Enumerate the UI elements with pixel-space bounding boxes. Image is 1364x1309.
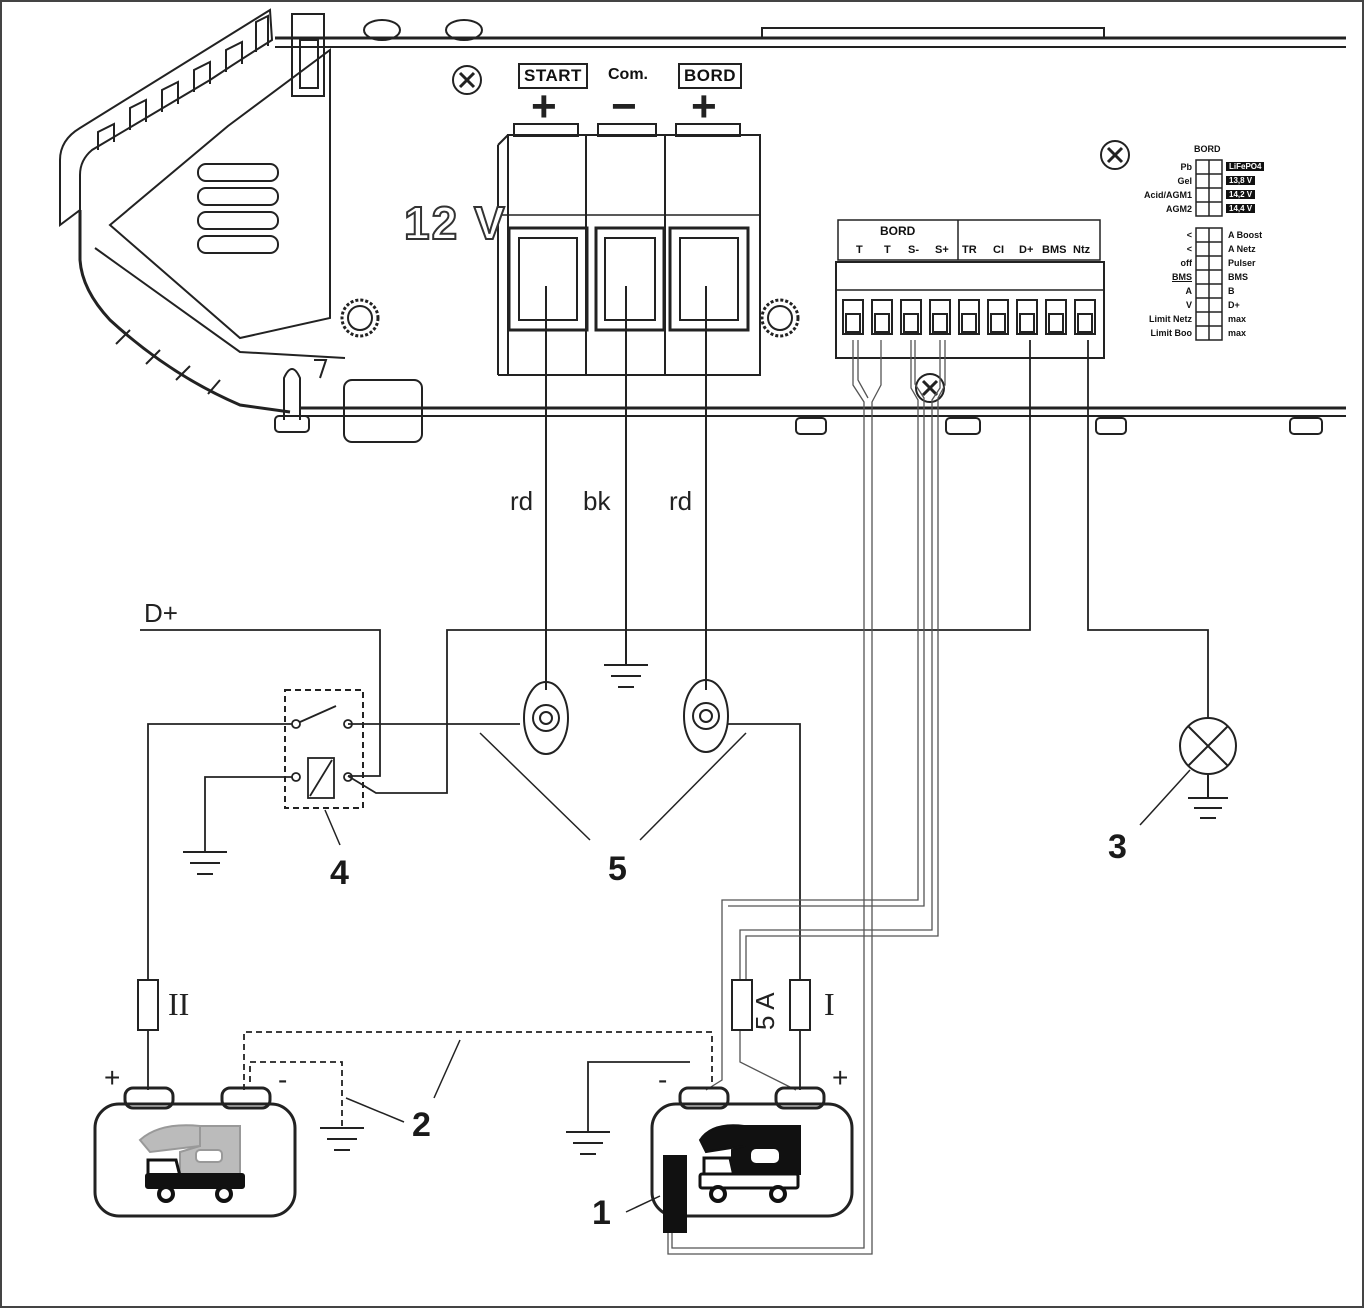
- callout-4: 4: [330, 854, 349, 892]
- dip-title: BORD: [1194, 144, 1221, 154]
- fuse-5A: [731, 979, 753, 1031]
- main-terminal-block: [497, 123, 761, 376]
- callout-3-line: [1139, 769, 1191, 826]
- terminal-bord-sign: +: [691, 82, 717, 131]
- lamp-icon: [1179, 717, 1237, 819]
- dip-type-value-4: 14,4 V: [1226, 204, 1256, 213]
- main-cables: [545, 286, 707, 690]
- dip-setting-left-1: <: [1186, 230, 1192, 240]
- relay-internals: [291, 705, 353, 799]
- dip-setting-left-7: Limit Netz: [1148, 314, 1192, 324]
- start-battery-feed: [147, 723, 292, 1090]
- aux-battery-minus: -: [658, 1064, 668, 1095]
- dip-type-value-2: 13,8 V: [1226, 176, 1256, 185]
- strip-group-label: BORD: [880, 224, 916, 238]
- aux-battery-vehicle-icon: [698, 1124, 801, 1203]
- callout-5: 5: [608, 850, 627, 888]
- dip-setting-left-8: Limit Boo: [1150, 328, 1193, 338]
- terminal-bord-label: BORD: [678, 63, 743, 89]
- fuse-I-label: I: [824, 986, 835, 1022]
- ground-symbol-common: [604, 664, 648, 688]
- ntz-wire: [1087, 340, 1209, 718]
- callout-3: 3: [1108, 828, 1127, 866]
- strip-pin-3: S-: [908, 244, 919, 256]
- sense-wires: [667, 340, 946, 1255]
- fuse-II-label: II: [168, 986, 190, 1022]
- strip-pin-2: T: [884, 244, 891, 256]
- charger-housing: [59, 8, 1346, 443]
- callout-2-line-a: [433, 1039, 461, 1099]
- ground-symbol-aux-battery: [566, 1131, 610, 1155]
- relay-box: [284, 689, 364, 809]
- terminal-start-label: START: [518, 63, 588, 89]
- dip-setting-left-3: off: [1180, 258, 1193, 268]
- dip-type-4: AGM2: [1165, 204, 1192, 214]
- callout-1-line: [625, 1195, 661, 1213]
- battery-sensor: [663, 1155, 687, 1233]
- dip-setting-right-1: A Boost: [1228, 230, 1263, 240]
- strip-pin-6: CI: [993, 244, 1004, 256]
- dip-setting-right-3: Pulser: [1228, 258, 1256, 268]
- stud-bord: [683, 679, 729, 753]
- d-plus-label: D+: [144, 598, 178, 628]
- dip-setting-right-7: max: [1228, 314, 1247, 324]
- dip-setting-left-2: <: [1186, 244, 1192, 254]
- stud-start: [523, 681, 569, 755]
- strip-pin-5: TR: [962, 244, 977, 256]
- fuse-5A-label: 5 A: [750, 992, 780, 1030]
- start-battery: [93, 1086, 297, 1218]
- aux-battery-ground-wire: [587, 1061, 690, 1132]
- callout-1: 1: [592, 1194, 611, 1232]
- dip-setting-right-2: A Netz: [1228, 244, 1256, 254]
- callout-5-line-right: [639, 732, 747, 841]
- aux-battery-plus: +: [832, 1062, 849, 1093]
- strip-pin-4: S+: [935, 244, 949, 256]
- dip-setting-left-6: V: [1185, 300, 1192, 310]
- strip-pin-8: BMS: [1042, 244, 1067, 256]
- wire-label-bord: rd: [669, 486, 693, 516]
- start-battery-minus: -: [278, 1064, 288, 1095]
- dip-setting-left-5: A: [1185, 286, 1193, 296]
- aux-battery: [650, 1086, 854, 1218]
- dip-type-value-1: LiFePO4: [1226, 162, 1265, 171]
- dip-setting-right-5: B: [1228, 286, 1235, 296]
- dip-type-1: Pb: [1180, 162, 1192, 172]
- ground-symbol-start-battery: [320, 1127, 364, 1151]
- dip-setting-left-4: BMS: [1172, 272, 1192, 282]
- callout-2: 2: [412, 1106, 431, 1144]
- start-battery-plus: +: [104, 1062, 121, 1093]
- dip-type-value-3: 14,2 V: [1226, 190, 1256, 199]
- voltage-label: 12 V: [403, 196, 507, 250]
- wire-label-start: rd: [510, 486, 534, 516]
- dip-setting-right-6: D+: [1228, 300, 1240, 310]
- callout-4-line: [324, 809, 341, 846]
- start-battery-vehicle-icon: [138, 1124, 245, 1203]
- strip-pin-1: T: [856, 244, 863, 256]
- ground-link-dashed: [243, 1031, 713, 1128]
- callout-2-line-b: [345, 1097, 405, 1123]
- ground-symbol-relay: [183, 851, 227, 875]
- dip-type-3: Acid/AGM1: [1143, 190, 1192, 200]
- strip-pin-7: D+: [1019, 244, 1034, 256]
- terminal-start-sign: +: [531, 82, 557, 131]
- terminal-common-label: Com.: [608, 66, 648, 83]
- dip-setting-right-4: BMS: [1228, 272, 1248, 282]
- callout-5-line-left: [479, 732, 591, 841]
- dip-switch-panel: [1195, 159, 1223, 341]
- dip-setting-right-8: max: [1228, 328, 1247, 338]
- wire-label-common: bk: [583, 486, 611, 516]
- dip-type-2: Gel: [1177, 176, 1192, 186]
- control-terminal-strip: [835, 219, 1105, 359]
- fuse-I: [789, 979, 811, 1031]
- terminal-common-sign: −: [611, 82, 637, 131]
- fuse-II: [137, 979, 159, 1031]
- bord-battery-feed: [728, 723, 801, 980]
- strip-pin-9: Ntz: [1073, 244, 1091, 256]
